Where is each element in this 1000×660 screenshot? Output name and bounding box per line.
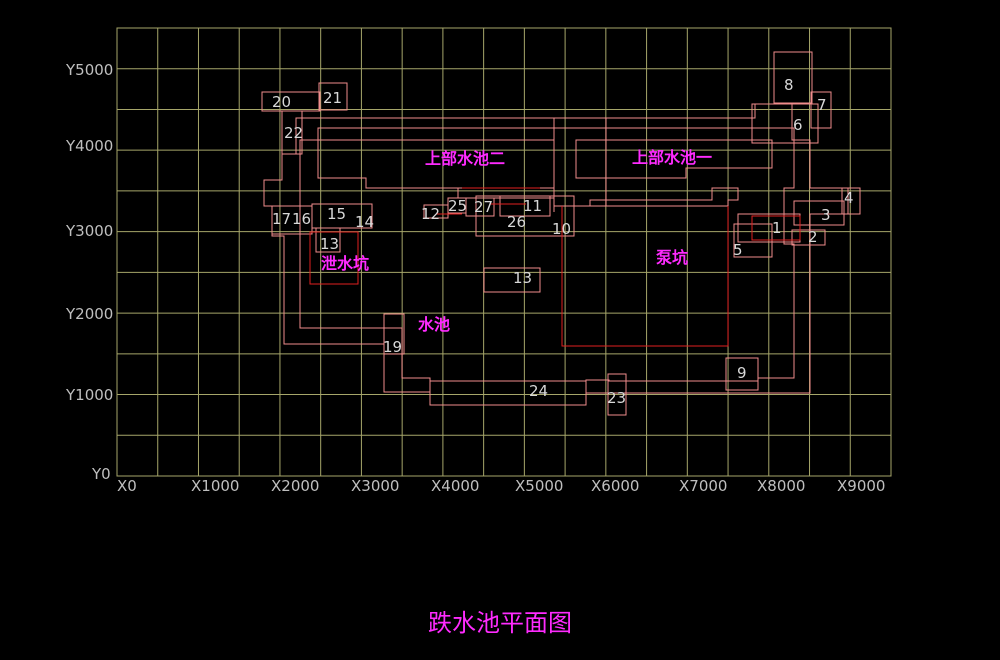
main-inner-wall: [299, 127, 795, 382]
node-label: 27: [474, 198, 493, 216]
block-7: [810, 91, 832, 129]
block-15-14: [311, 203, 373, 229]
x-axis-label: X3000: [351, 477, 399, 495]
x-axis-label: X7000: [679, 477, 727, 495]
block-9: [725, 357, 759, 391]
node-label: 26: [507, 213, 526, 231]
block-27: [465, 197, 495, 217]
x-axis-label: X2000: [271, 477, 319, 495]
y-axis-label: Y3000: [65, 222, 113, 240]
node-label: 15: [327, 205, 346, 223]
block-2: [791, 229, 826, 246]
node-label: 3: [821, 206, 831, 224]
divider-wall: [553, 118, 607, 212]
x-axis-label: X6000: [591, 477, 639, 495]
x-axis-label: X5000: [515, 477, 563, 495]
node-label: 5: [733, 241, 743, 259]
block-24: [429, 380, 587, 406]
node-label: 7: [817, 96, 827, 114]
node-label: 2: [808, 228, 818, 246]
node-labels: 1 2 3 4 5 6 7 8 9 10 11 12 13 13 14 15 1…: [272, 76, 854, 407]
node-label: 9: [737, 364, 747, 382]
area-labels: 上部水池二 上部水池一 泄水坑 泵坑 水池: [321, 148, 712, 334]
beam-accent: [436, 187, 540, 215]
pump-pit-outline: [561, 206, 729, 347]
node-label: 1: [772, 219, 782, 237]
drawing-title: 跌水池平面图: [428, 609, 572, 637]
block-11: [499, 195, 551, 217]
x-axis-label: X1000: [191, 477, 239, 495]
block-21: [318, 82, 348, 111]
y-axis-label: Y0: [91, 465, 111, 483]
x-axis-label: X4000: [431, 477, 479, 495]
y-axis-label: Y4000: [65, 137, 113, 155]
node-label: 25: [448, 197, 467, 215]
block-23: [607, 373, 627, 416]
block-3: [793, 200, 845, 226]
node-label: 20: [272, 93, 291, 111]
node-label: 21: [323, 89, 342, 107]
node-label: 12: [421, 205, 440, 223]
node-label: 22: [284, 124, 303, 142]
node-label: 6: [793, 116, 803, 134]
node-label: 10: [552, 220, 571, 238]
area-label-pump-pit: 泵坑: [655, 248, 688, 267]
area-label-pool: 水池: [418, 315, 450, 334]
area-label-drain-pit: 泄水坑: [321, 254, 369, 273]
block-8: [773, 51, 813, 104]
grid: [116, 27, 892, 477]
block-22: [281, 110, 303, 155]
node-label: 17: [272, 210, 291, 228]
node-label: 14: [355, 213, 374, 231]
block-1-inner: [751, 215, 801, 241]
node-label: 24: [529, 382, 548, 400]
block-6: [751, 103, 819, 144]
y-axis-label: Y1000: [65, 386, 113, 404]
pump-platform: [554, 187, 739, 207]
area-label-upper-pool-1: 上部水池一: [632, 148, 712, 167]
drain-pit-outline: [309, 231, 359, 285]
block-13a: [315, 227, 341, 253]
node-label: 11: [523, 197, 542, 215]
red-outlines: [309, 187, 801, 347]
area-label-upper-pool-2: 上部水池二: [425, 149, 505, 168]
block-13b: [483, 267, 541, 293]
node-label: 23: [607, 389, 626, 407]
x-axis-label: X9000: [837, 477, 885, 495]
node-label: 4: [844, 189, 854, 207]
node-label: 16: [292, 210, 311, 228]
node-label: 13: [513, 269, 532, 287]
x-axis-label: X0: [117, 477, 137, 495]
node-label: 13: [320, 235, 339, 253]
node-label: 8: [784, 76, 794, 94]
y-axis-label: Y5000: [65, 61, 113, 79]
block-19: [383, 313, 405, 355]
y-axis-label: Y2000: [65, 305, 113, 323]
upper-pool-1-outline: [575, 139, 773, 179]
block-4: [841, 187, 861, 215]
x-axis-label: X8000: [757, 477, 805, 495]
outlines: [261, 51, 861, 416]
node-label: 19: [383, 338, 402, 356]
grid-frame: [116, 27, 892, 477]
